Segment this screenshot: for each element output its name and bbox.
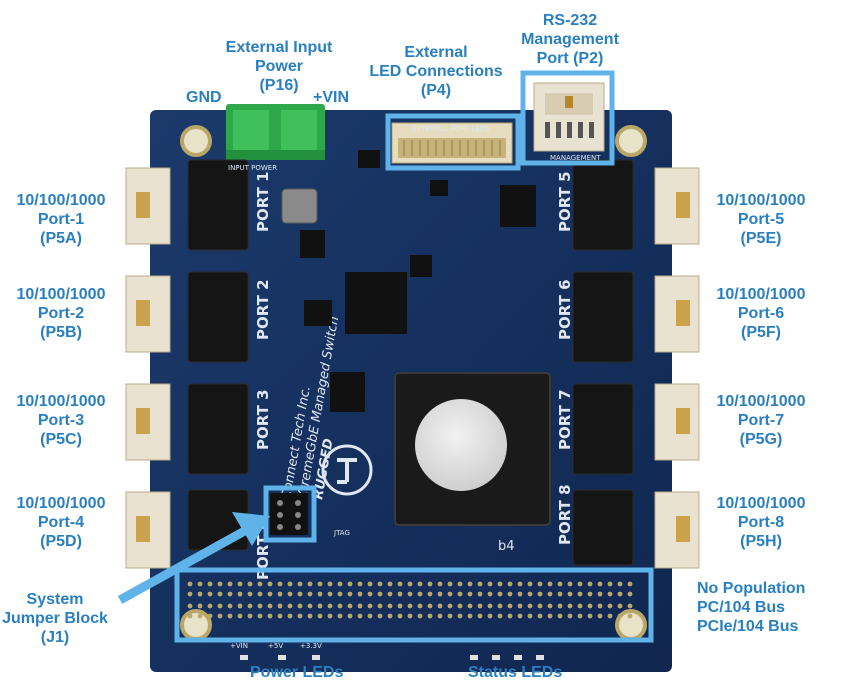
silk-plus-vin: +VIN (230, 642, 248, 650)
chip-u5 (500, 185, 536, 227)
chip-u3 (304, 300, 332, 326)
silk-port6: PORT 6 (556, 279, 574, 340)
silk-input-power: INPUT POWER (228, 164, 277, 172)
silk-port8: PORT 8 (556, 484, 574, 545)
highlight-jumper (263, 485, 317, 543)
silk-jtag: JTAG (333, 529, 350, 537)
silk-ext-port-leds: EXTERNAL PORT LEDS (412, 125, 490, 133)
mount-hole-bl (180, 609, 212, 641)
label-vin: +VIN (313, 89, 350, 106)
label-gnd: GND (186, 89, 222, 106)
pc104-pins (187, 581, 633, 619)
silk-management: MANAGEMENT (550, 154, 601, 162)
port-connectors-right (654, 167, 700, 569)
mount-hole-tr (615, 125, 647, 157)
chip-mark: b4 (498, 539, 515, 554)
chip-u1 (300, 230, 325, 258)
chip-u4 (330, 372, 365, 412)
silk-port1: PORT 1 (254, 171, 272, 232)
chip-u8 (410, 255, 432, 277)
silk-port2: PORT 2 (254, 279, 272, 340)
ctl-logo (321, 444, 373, 496)
highlight-rs232 (520, 70, 615, 166)
inductor (281, 188, 318, 224)
highlight-led-header (385, 113, 521, 171)
jumper-block (270, 493, 308, 535)
silk-plus-3v3: +3.3V (300, 642, 322, 650)
highlight-pc104 (174, 567, 654, 643)
port-connectors-left (125, 167, 171, 569)
silk-port7: PORT 7 (556, 389, 574, 450)
chip-u7 (430, 180, 448, 196)
mount-hole-tl (180, 125, 212, 157)
chip-u6 (358, 150, 380, 168)
chip-u2 (345, 272, 407, 334)
silk-plus-5v: +5V (268, 642, 283, 650)
silk-port5: PORT 5 (556, 171, 574, 232)
jumper-arrow (117, 512, 270, 604)
label-status-leds: Status LEDs (468, 664, 563, 681)
heatspreader (415, 399, 507, 491)
silk-port3: PORT 3 (254, 389, 272, 450)
label-power-leds: Power LEDs (250, 664, 344, 681)
